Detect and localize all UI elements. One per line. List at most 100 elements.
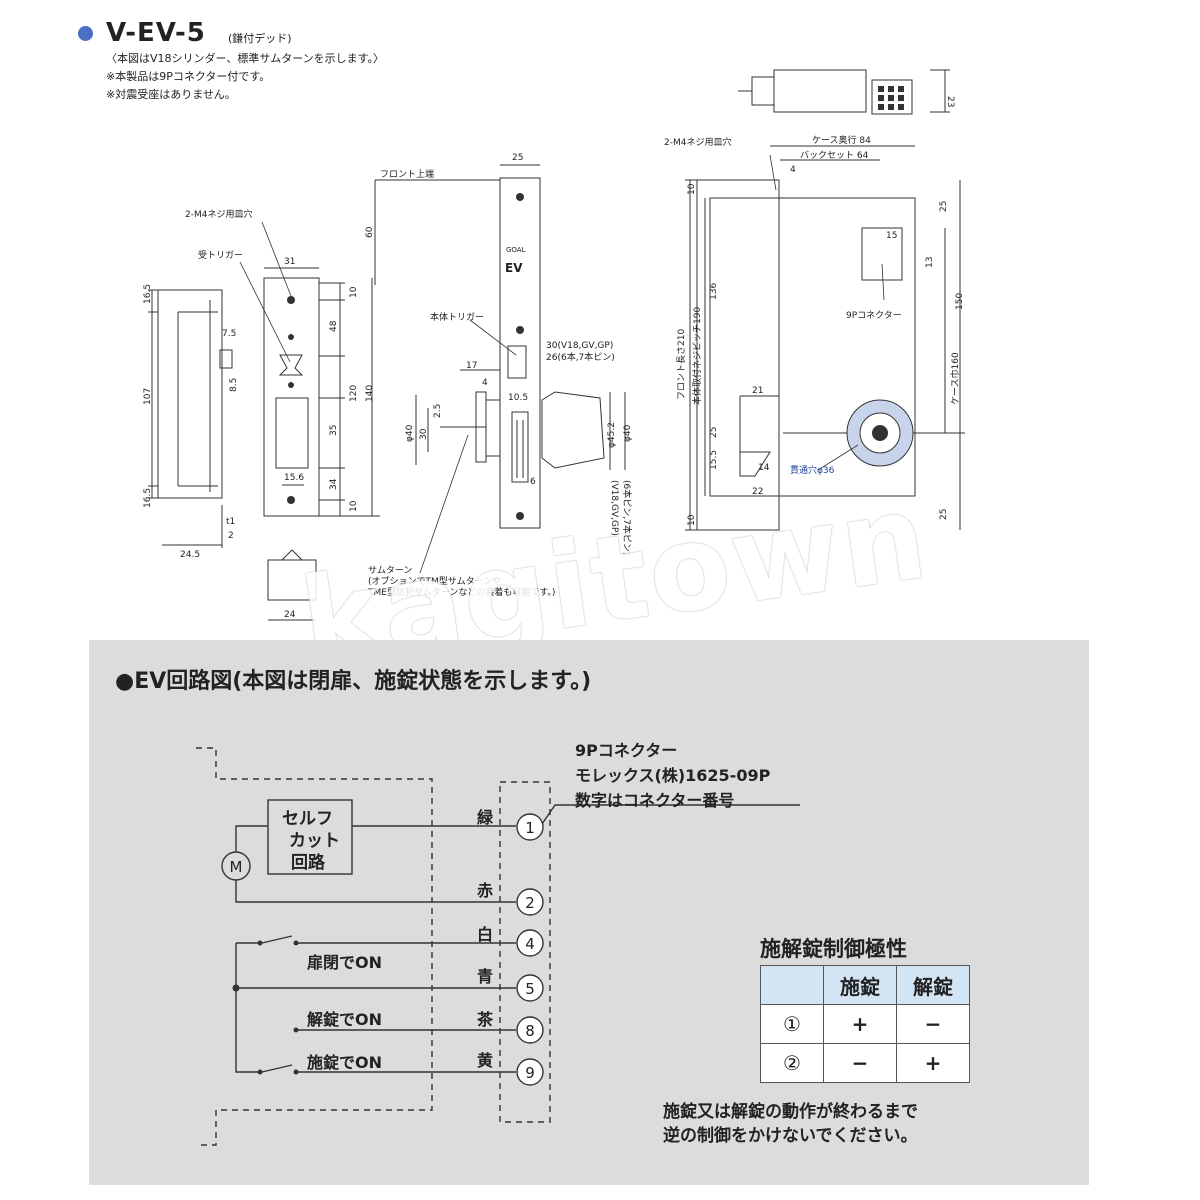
- polarity-cell: +: [823, 1004, 897, 1044]
- dim-text: 7.5: [222, 329, 236, 339]
- wire-color-label: 黄: [477, 1051, 494, 1070]
- circuit-title: ●EV回路図(本図は閉扉、施錠状態を示します。): [115, 669, 592, 694]
- dim-text: 15.6: [284, 473, 304, 483]
- side-connector-housing: [861, 227, 903, 281]
- polarity-title: 施解錠制御極性: [760, 937, 907, 961]
- dim-text: 10.5: [508, 393, 528, 403]
- polarity-row: ② − +: [760, 1043, 970, 1083]
- wire-color-label: 赤: [477, 881, 494, 900]
- polarity-row: ① + −: [760, 1004, 970, 1044]
- dim-text: 17: [466, 361, 477, 371]
- strike-screw-label: 2-M4ネジ用皿穴: [185, 208, 252, 220]
- case-width-label: ケース巾160: [949, 352, 961, 405]
- front-plate-outline: [499, 177, 541, 529]
- dim-text: 10: [349, 500, 359, 512]
- self-cut-label: カット: [289, 831, 340, 851]
- front-top-label: フロント上端: [380, 168, 434, 180]
- switch-label: 解錠でON: [307, 1010, 382, 1029]
- polarity-header-cell: 施錠: [823, 965, 897, 1005]
- dim-text: 25: [512, 153, 523, 163]
- dim-text: 4: [790, 165, 796, 175]
- dim-text: 25: [939, 509, 949, 520]
- screw-hole: [288, 334, 294, 340]
- dim-text: φ40: [405, 424, 415, 442]
- model-subtitle: (鎌付デッド): [228, 32, 292, 45]
- wire-color-label: 青: [477, 967, 494, 986]
- dim-text: 2.5: [433, 404, 443, 418]
- caution-note: 施錠又は解錠の動作が終わるまで 逆の制御をかけないでください。: [663, 1100, 918, 1148]
- face-brand-label: GOAL: [506, 246, 526, 254]
- dim-text: 24.5: [180, 550, 200, 560]
- strike-trigger-label: 受トリガー: [198, 249, 243, 261]
- circuit-diagram: 1 2 4 5 8 9 M: [196, 747, 800, 1146]
- connector-boundary: [499, 781, 551, 1123]
- switch-contact: [257, 1069, 263, 1075]
- wire-color-label: 茶: [477, 1010, 494, 1029]
- screw-hole: [288, 382, 294, 388]
- polarity-table: 施錠 解錠 ① + − ② − +: [760, 965, 970, 1083]
- dim-text: 31: [284, 257, 295, 267]
- thumbturn-option-1: (オプションでTM型サムターンや: [368, 576, 501, 587]
- dim-text: 13: [925, 257, 935, 268]
- dim-text: 34: [329, 478, 339, 490]
- backset-label: バックセット 64: [800, 150, 869, 161]
- pin-circle: [516, 974, 544, 1002]
- connector-9p-top: [871, 79, 913, 115]
- switch-label: 扉閉でON: [307, 953, 382, 972]
- circuit-panel: [89, 640, 1089, 1185]
- connector-desc-line: 数字はコネクター番号: [575, 791, 735, 810]
- dim-text: φ40: [623, 424, 633, 442]
- dim-text: 140: [365, 385, 375, 402]
- screw-hole: [516, 193, 524, 201]
- screw-hole: [287, 496, 295, 504]
- thumbturn-option-2: TME型防犯サムターンなどの装着も可能です。): [367, 586, 555, 598]
- pin-number: 1: [525, 819, 535, 837]
- dim-text: 25: [939, 201, 949, 212]
- cylinder-shape: [541, 391, 605, 469]
- dim-text: 6: [530, 477, 536, 487]
- dim-text: 48: [329, 320, 339, 332]
- dim-text: 15.5: [709, 450, 719, 470]
- screw-hole: [516, 512, 524, 520]
- switch-contact: [293, 1069, 299, 1075]
- caution-line: 施錠又は解錠の動作が終わるまで: [663, 1102, 918, 1122]
- note-line: ※対震受座はありません。: [106, 88, 236, 101]
- dim-text: 25: [709, 427, 719, 438]
- side-front-plate: [696, 179, 780, 531]
- dim-text: 4: [482, 378, 488, 388]
- polarity-cell: −: [896, 1004, 970, 1044]
- dim-text: 22: [752, 487, 763, 497]
- dim-text: 2: [228, 531, 234, 541]
- model-name: V-EV-5: [106, 18, 206, 48]
- polarity-header-cell: 解錠: [896, 965, 970, 1005]
- connector-desc-line: モレックス(株)1625-09P: [575, 766, 771, 785]
- front-length-label: フロント長さ210: [676, 329, 687, 400]
- pin-circle: [516, 813, 544, 841]
- dim-text: 120: [349, 385, 359, 402]
- wire-color-label: 白: [477, 925, 494, 944]
- dim-text: 14: [758, 463, 770, 473]
- strike-bottom-view: [267, 559, 317, 601]
- mount-pitch-label: 本体取付ネジピッチ190: [691, 307, 703, 405]
- wire-color-label: 緑: [477, 808, 494, 827]
- dim-text: 136: [709, 283, 719, 300]
- through-hole-label: 貫通穴φ36: [790, 464, 835, 476]
- pin-circle: [516, 1016, 544, 1044]
- connector-desc-line: 9Pコネクター: [575, 741, 678, 760]
- note-line: ※本製品は9Pコネクター付です。: [106, 70, 271, 83]
- polarity-header-cell: [760, 965, 824, 1005]
- dim-text: 23: [945, 96, 955, 107]
- thumbturn-label: サムターン: [368, 565, 412, 576]
- pin-number: 5: [525, 980, 535, 998]
- dim-text: 21: [752, 386, 763, 396]
- switch-contact: [293, 940, 299, 946]
- pin-circle: [516, 929, 544, 957]
- polarity-cell: ①: [760, 1004, 824, 1044]
- dim-text: 15: [886, 231, 897, 241]
- dim-text: 60: [365, 226, 375, 238]
- connector-9p-label: 9Pコネクター: [846, 310, 902, 321]
- cylinder-note-1: 30(V18,GV,GP): [546, 341, 613, 351]
- face-logo-label: EV: [505, 261, 523, 275]
- dim-text: 16.5: [143, 488, 153, 508]
- cylinder-note-2: 26(6本,7本ピン): [546, 351, 615, 363]
